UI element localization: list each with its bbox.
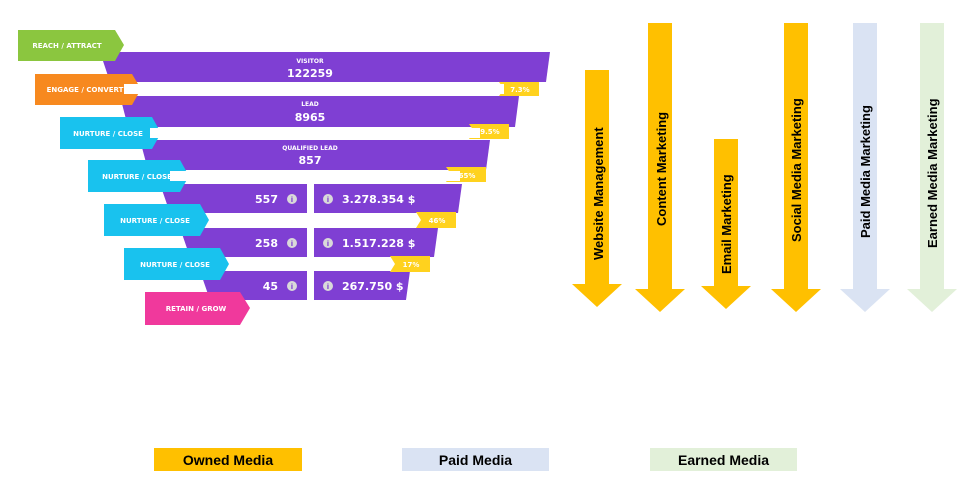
row-count: 557 [255,193,278,206]
funnel-stage-visitor: VISITOR 122259 [100,52,550,82]
info-glyph: i [291,283,293,291]
channel-label: Social Media Marketing [789,98,804,242]
stage-tag: NURTURE / CLOSE [124,248,229,280]
info-icon[interactable] [287,194,297,204]
funnel-split-row: 557 i i 3.278.354 $ [160,184,462,213]
stage-value: 8965 [295,111,326,124]
stage-value: 122259 [287,67,333,80]
conversion-badge: 7.3% [499,82,539,96]
channel-arrow-website-management: Website Management [572,70,622,307]
legend-label: Owned Media [182,451,274,468]
stage-tag: NURTURE / CLOSE [60,117,161,149]
stage-tag: NURTURE / CLOSE [104,204,209,236]
channel-arrow-earned-media-marketing: Earned Media Marketing [907,23,957,312]
stage-label: VISITOR [296,58,324,65]
info-glyph: i [327,196,329,204]
stage-tag: NURTURE / CLOSE [88,160,189,192]
info-glyph: i [327,240,329,248]
tag-label: NURTURE / CLOSE [120,217,190,225]
legend-earned-media: Earned Media [650,448,797,471]
channel-label: Email Marketing [719,174,734,274]
funnel-separators [124,84,504,181]
info-icon[interactable] [287,281,297,291]
channel-arrow-content-marketing: Content Marketing [635,23,685,312]
row-count: 45 [263,280,278,293]
channel-arrow-email-marketing: Email Marketing [701,139,751,309]
legend-label: Paid Media [438,451,513,468]
stage-tag: REACH / ATTRACT [18,30,124,61]
stage-label: QUALIFIED LEAD [282,145,338,152]
info-icon[interactable] [323,194,333,204]
funnel-stage-qualified-lead: QUALIFIED LEAD 857 [140,140,490,170]
tag-label: NURTURE / CLOSE [102,173,172,181]
conversion-rate: 17% [403,261,420,269]
row-amount: 1.517.228 $ [342,237,415,250]
info-glyph: i [291,196,293,204]
stage-label: LEAD [301,101,319,108]
conversion-badge: 46% [416,212,456,228]
stage-tag: ENGAGE / CONVERT [35,74,141,105]
row-amount: 267.750 $ [342,280,404,293]
conversion-rate: 65% [459,172,476,180]
legend-label: Earned Media [677,451,770,468]
conversion-badge: 17% [390,256,430,272]
conversion-rate: 7.3% [510,86,529,94]
channel-arrow-social-media-marketing: Social Media Marketing [771,23,821,312]
funnel-split-row: 45 i i 267.750 $ [200,271,410,300]
tag-label: REACH / ATTRACT [32,42,102,50]
info-icon[interactable] [323,281,333,291]
conversion-rate: 9.5% [480,128,499,136]
info-glyph: i [291,240,293,248]
channel-label: Paid Media Marketing [858,105,873,238]
legend-owned-media: Owned Media [154,448,302,471]
channel-label: Content Marketing [654,112,669,226]
channel-label: Earned Media Marketing [925,98,940,248]
tag-label: RETAIN / GROW [166,305,227,313]
channel-label: Website Management [591,127,606,260]
stage-tag: RETAIN / GROW [145,292,250,325]
row-amount: 3.278.354 $ [342,193,415,206]
tag-label: ENGAGE / CONVERT [47,86,124,94]
channel-arrow-paid-media-marketing: Paid Media Marketing [840,23,890,312]
info-icon[interactable] [287,238,297,248]
tag-label: NURTURE / CLOSE [73,130,143,138]
stage-value: 857 [299,154,322,167]
funnel-stage-lead: LEAD 8965 [120,96,519,127]
row-count: 258 [255,237,278,250]
info-icon[interactable] [323,238,333,248]
legend-paid-media: Paid Media [402,448,549,471]
conversion-rate: 46% [429,217,446,225]
tag-label: NURTURE / CLOSE [140,261,210,269]
info-glyph: i [327,283,329,291]
